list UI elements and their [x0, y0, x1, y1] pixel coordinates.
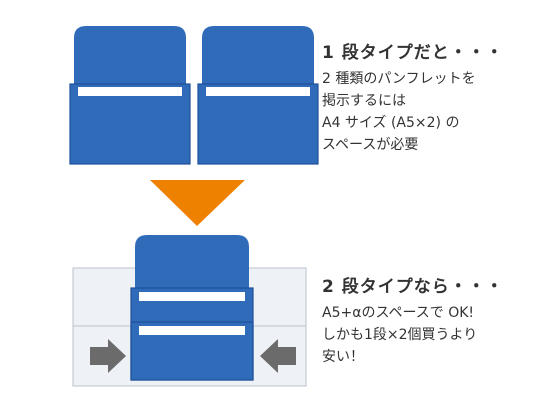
- left-arrow-icon: [260, 339, 296, 373]
- description-line: A4 サイズ (A5×2) の: [322, 115, 460, 131]
- description-line: スペースが必要: [322, 137, 419, 153]
- single-tier-description: 2 種類のパンフレットを 掲示するには A4 サイズ (A5×2) の スペース…: [322, 68, 476, 156]
- single-tier-pocket-left: [69, 26, 191, 165]
- single-tier-pocket-right: [197, 26, 319, 165]
- description-line: 2 種類のパンフレットを: [322, 71, 476, 87]
- description-line: 安い！: [322, 349, 364, 365]
- two-tier-pocket: [130, 235, 254, 381]
- two-tier-heading: 2 段タイプなら・・・: [322, 277, 504, 297]
- single-tier-heading: 1 段タイプだと・・・: [322, 43, 504, 63]
- two-tier-description: A5+αのスペースで OK! しかも1段×2個買うより 安い！: [322, 302, 477, 368]
- pocket-slot-lower: [139, 326, 245, 335]
- description-line: A5+αのスペースで OK!: [322, 305, 475, 321]
- description-line: 掲示するには: [322, 93, 406, 109]
- down-arrow-icon: [150, 180, 245, 226]
- pocket-slot: [78, 87, 182, 96]
- right-arrow-icon: [90, 339, 126, 373]
- description-line: しかも1段×2個買うより: [322, 327, 478, 343]
- pocket-slot: [206, 87, 310, 96]
- pocket-slot-upper: [139, 292, 245, 301]
